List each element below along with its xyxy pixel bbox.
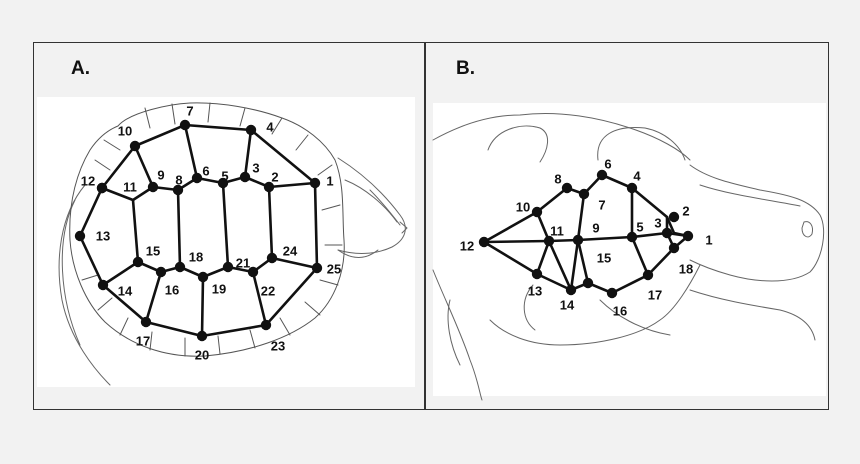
panel-b-landmark-dot-18 [668, 242, 680, 254]
panel-b-landmark-label-10: 10 [516, 199, 530, 214]
panel-a-landmark-label-7: 7 [186, 103, 193, 118]
panel-b-landmark-dot-7 [578, 188, 590, 200]
panel-a-landmark-label-21: 21 [236, 255, 250, 270]
panel-a-landmark-dot-8 [172, 184, 184, 196]
panel-a-landmark-label-1: 1 [326, 173, 333, 188]
panel-a-landmark-label-25: 25 [327, 261, 341, 276]
panel-a-landmark-label-14: 14 [118, 283, 133, 298]
panel-b-landmark-label-8: 8 [554, 171, 561, 186]
panel-b-landmark-dot-16 [606, 287, 618, 299]
panel-a-landmark-dot-10 [129, 140, 141, 152]
panel-a-landmark-label-11: 11 [123, 179, 137, 194]
panel-b-landmark-dot-8 [561, 182, 573, 194]
panel-b-landmark-dot-4 [626, 182, 638, 194]
panel-b-landmark-label-9: 9 [592, 220, 599, 235]
panel-a-landmark-label-15: 15 [146, 243, 160, 258]
panel-a-landmark-label-19: 19 [212, 281, 226, 296]
panel-a-landmark-dot-12 [96, 182, 108, 194]
panel-b-landmark-dot-1 [682, 230, 694, 242]
panel-b-landmark-dot-11 [543, 235, 555, 247]
panel-a-landmark-dot-20 [196, 330, 208, 342]
panel-a-landmark-dot-1 [309, 177, 321, 189]
panel-a-landmarks: 1234567891011121314151617181920212223242… [74, 103, 341, 362]
panel-a-landmark-dot-14 [97, 279, 109, 291]
panel-a-landmark-label-2: 2 [271, 169, 278, 184]
panel-a-landmark-dot-16 [155, 266, 167, 278]
panel-a-landmark-label-17: 17 [136, 333, 150, 348]
panel-b-landmark-label-5: 5 [636, 219, 643, 234]
panel-b-label: B. [456, 58, 475, 79]
panel-a-drawing [58, 102, 408, 386]
panel-b-landmark-label-4: 4 [633, 168, 641, 183]
panel-a-landmark-label-5: 5 [221, 168, 228, 183]
panel-a-landmark-label-23: 23 [271, 338, 285, 353]
panel-b-landmark-label-15: 15 [597, 250, 611, 265]
panel-b-landmark-dot-10 [531, 206, 543, 218]
panel-a-landmark-label-12: 12 [81, 173, 95, 188]
panel-a-landmark-label-4: 4 [266, 119, 274, 134]
panel-b-landmark-dot-3 [661, 227, 673, 239]
panel-b-landmark-label-14: 14 [560, 297, 575, 312]
panel-b-landmark-label-1: 1 [705, 232, 712, 247]
panel-b-landmark-label-2: 2 [682, 203, 689, 218]
panel-a-landmark-dot-21 [222, 261, 234, 273]
panel-a-landmark-label-8: 8 [175, 172, 182, 187]
panel-a-landmark-dot-24 [266, 252, 278, 264]
panel-a-landmark-dot-25 [311, 262, 323, 274]
panel-b-landmark-label-11: 11 [550, 223, 564, 238]
panel-a-landmark-dot-9 [147, 181, 159, 193]
panel-b-landmark-dot-9 [572, 234, 584, 246]
panel-b-landmark-label-13: 13 [528, 283, 542, 298]
panel-a-landmark-label-18: 18 [189, 249, 203, 264]
panel-a-landmark-label-24: 24 [283, 243, 298, 258]
panel-b-landmark-dot-12 [478, 236, 490, 248]
panel-a-landmark-dot-3 [239, 171, 251, 183]
panel-a-landmark-label-6: 6 [202, 163, 209, 178]
panel-a-landmark-label-16: 16 [165, 282, 179, 297]
panel-b-landmark-dot-17 [642, 269, 654, 281]
panel-b-landmark-label-3: 3 [654, 215, 661, 230]
panel-a-landmark-label-13: 13 [96, 228, 110, 243]
panel-a-landmark-dot-7 [179, 119, 191, 131]
panel-a-landmark-label-22: 22 [261, 283, 275, 298]
panel-b-landmark-dot-14 [565, 284, 577, 296]
panel-a-landmark-label-9: 9 [157, 167, 164, 182]
panel-a-landmark-dot-4 [245, 124, 257, 136]
panel-b-landmark-dot-15 [582, 277, 594, 289]
panel-a-label: A. [71, 58, 90, 79]
panel-b-landmark-label-12: 12 [460, 238, 474, 253]
panel-a-landmark-dot-22 [247, 266, 259, 278]
panel-b-landmark-dot-6 [596, 169, 608, 181]
panel-b-landmark-dot-2 [668, 211, 680, 223]
panel-b-landmark-label-6: 6 [604, 156, 611, 171]
panel-a-landmark-dot-17 [140, 316, 152, 328]
panel-b-landmark-dot-5 [626, 231, 638, 243]
panel-a-landmark-dot-2 [263, 181, 275, 193]
panel-a-landmark-dot-18 [174, 261, 186, 273]
panel-a-landmark-dot-5 [217, 177, 229, 189]
panel-b-landmark-label-18: 18 [679, 261, 693, 276]
panel-a-landmark-label-3: 3 [252, 160, 259, 175]
panel-b-landmark-label-17: 17 [648, 287, 662, 302]
panel-b-drawing [432, 112, 825, 401]
panel-a-landmark-dot-15 [132, 256, 144, 268]
panel-a-landmark-label-10: 10 [118, 123, 132, 138]
panel-a-landmark-label-20: 20 [195, 347, 209, 362]
panel-a-landmark-dot-6 [191, 172, 203, 184]
panel-divider [424, 42, 426, 410]
panel-b-landmark-dot-13 [531, 268, 543, 280]
panel-b-landmark-label-16: 16 [613, 303, 627, 318]
panel-a-landmark-dot-19 [197, 271, 209, 283]
panel-a-landmark-dot-23 [260, 319, 272, 331]
panel-a-landmark-dot-13 [74, 230, 86, 242]
panel-b-landmark-label-7: 7 [598, 197, 605, 212]
